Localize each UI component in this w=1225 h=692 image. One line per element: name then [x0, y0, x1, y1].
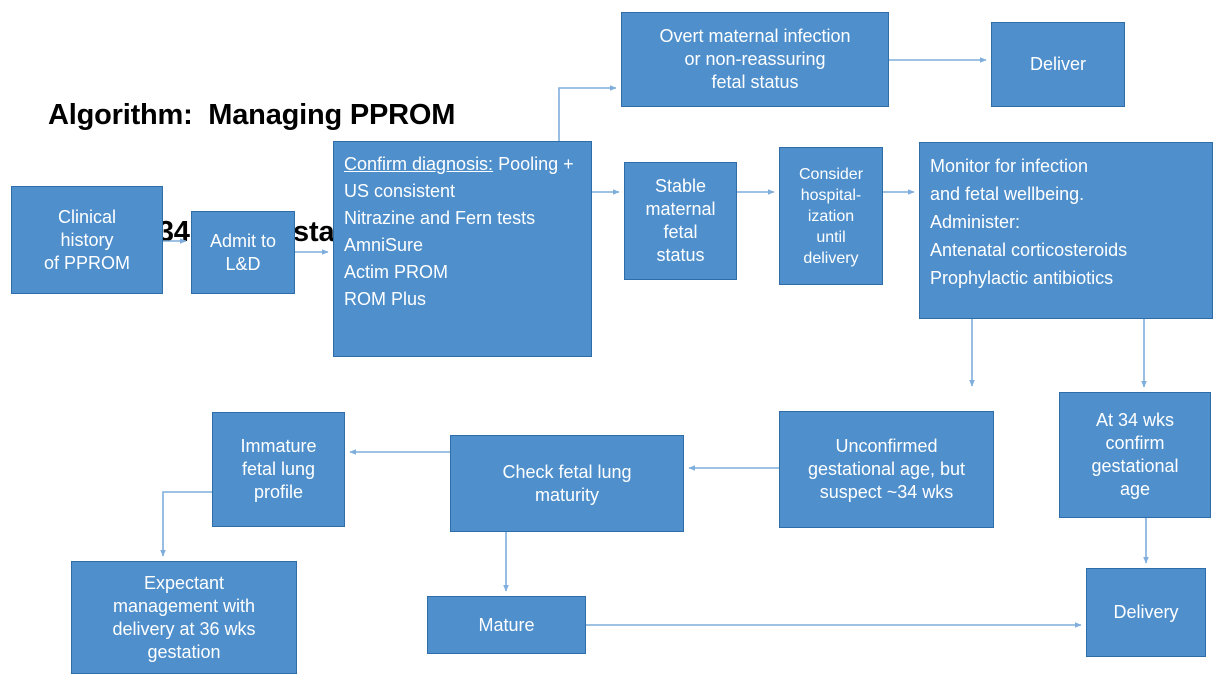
- node-overt-maternal-infection[interactable]: Overt maternal infection or non-reassuri…: [621, 12, 889, 107]
- node-unconfirmed-gestational-age[interactable]: Unconfirmed gestational age, but suspect…: [779, 411, 994, 528]
- node-check-fetal-lung-maturity[interactable]: Check fetal lung maturity: [450, 435, 684, 532]
- node-delivery-label: Delivery: [1113, 602, 1179, 622]
- node-delivery[interactable]: Delivery: [1086, 568, 1206, 657]
- node-confirm-diagnosis[interactable]: Confirm diagnosis: Pooling + US consiste…: [333, 141, 592, 357]
- confirm-diagnosis-heading: Confirm diagnosis:: [344, 154, 494, 174]
- node-clinical-history[interactable]: Clinical history of PPROM: [11, 186, 163, 294]
- node-mature[interactable]: Mature: [427, 596, 586, 654]
- node-check-fetal-lung-maturity-label: Check fetal lung maturity: [502, 461, 632, 505]
- node-at-34-wks-confirm-ga[interactable]: At 34 wks confirm gestational age: [1059, 392, 1211, 518]
- node-expectant-management-label: Expectant management with delivery at 36…: [112, 572, 256, 662]
- node-stable-maternal-fetal-status[interactable]: Stable maternal fetal status: [624, 162, 737, 280]
- node-mature-label: Mature: [478, 614, 535, 635]
- node-monitor-administer[interactable]: Monitor for infection and fetal wellbein…: [919, 142, 1213, 319]
- node-consider-hospitalization-label: Consider hospital- ization until deliver…: [798, 165, 864, 267]
- node-deliver-label: Deliver: [1029, 54, 1086, 74]
- node-admit-to-ld-label: Admit to L&D: [209, 230, 277, 274]
- edge-immature-to-expectant: [160, 491, 212, 557]
- node-at-34-wks-confirm-ga-label: At 34 wks confirm gestational age: [1091, 410, 1179, 499]
- node-overt-maternal-infection-label: Overt maternal infection or non-reassuri…: [659, 26, 851, 92]
- node-consider-hospitalization[interactable]: Consider hospital- ization until deliver…: [779, 147, 883, 285]
- title-line-1: Algorithm: Managing PPROM: [48, 99, 456, 131]
- node-immature-fetal-lung-profile[interactable]: Immature fetal lung profile: [212, 412, 345, 527]
- node-confirm-diagnosis-text: Confirm diagnosis: Pooling + US consiste…: [344, 151, 574, 313]
- node-immature-fetal-lung-profile-label: Immature fetal lung profile: [240, 436, 317, 502]
- node-deliver[interactable]: Deliver: [991, 22, 1125, 107]
- node-unconfirmed-gestational-age-label: Unconfirmed gestational age, but suspect…: [807, 436, 966, 502]
- node-stable-maternal-fetal-status-label: Stable maternal fetal status: [645, 176, 716, 265]
- node-clinical-history-label: Clinical history of PPROM: [43, 206, 131, 273]
- node-admit-to-ld[interactable]: Admit to L&D: [191, 211, 295, 294]
- confirm-diagnosis-items: Pooling + US consistent Nitrazine and Fe…: [344, 154, 574, 309]
- node-monitor-administer-label: Monitor for infection and fetal wellbein…: [930, 156, 1128, 288]
- node-expectant-management[interactable]: Expectant management with delivery at 36…: [71, 561, 297, 674]
- edge-confirm-to-overt: [558, 85, 617, 141]
